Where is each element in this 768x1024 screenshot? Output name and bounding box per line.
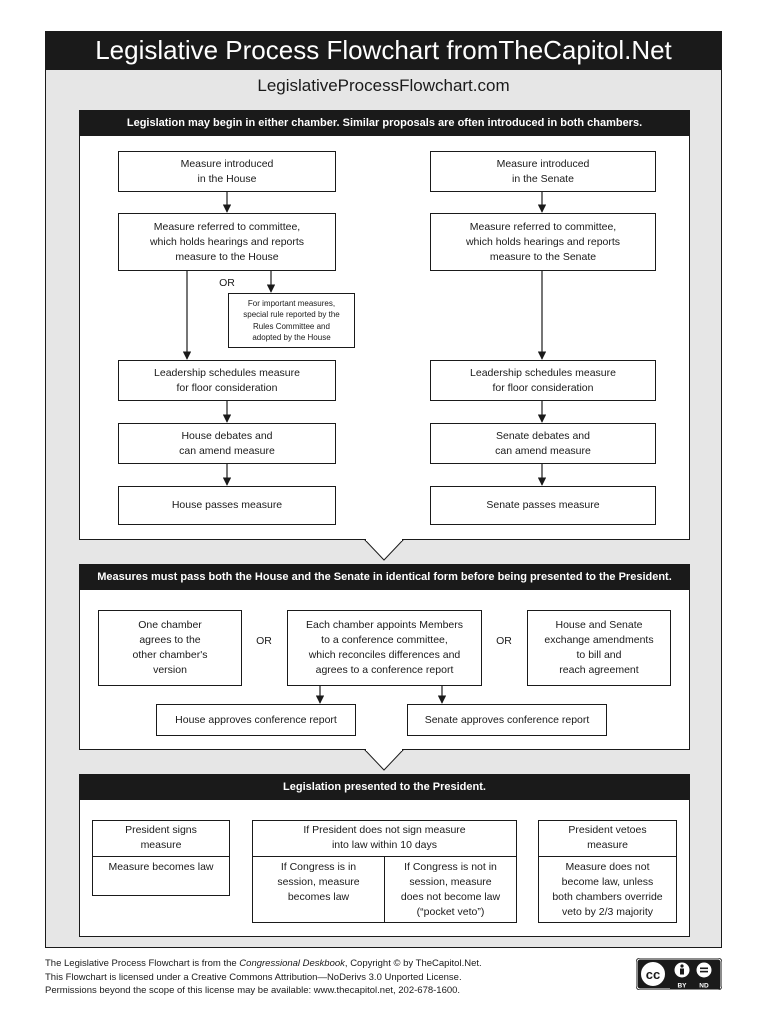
- reconcile-or-label-1: OR: [256, 635, 272, 647]
- site-url: LegislativeProcessFlowchart.com: [257, 76, 510, 95]
- svg-text:cc: cc: [646, 967, 660, 982]
- senate-passes-box: Senate passes measure: [430, 486, 656, 525]
- reconcile-panel-heading: Measures must pass both the House and th…: [79, 564, 690, 590]
- exchange-amendments-box: House and Senate exchange amendments to …: [527, 610, 671, 686]
- house-special-rule-box: For important measures, special rule rep…: [228, 293, 355, 348]
- chevron-down-icon: [363, 749, 405, 771]
- house-schedule-box: Leadership schedules measure for floor c…: [118, 360, 336, 401]
- creative-commons-badge: cc BY ND: [636, 958, 722, 990]
- house-or-label: OR: [219, 277, 235, 289]
- page-title: Legislative Process Flowchart fromTheCap…: [45, 31, 722, 70]
- becomes-law-cell: Measure becomes law: [108, 861, 214, 873]
- reconcile-or-label-2: OR: [496, 635, 512, 647]
- house-committee-box: Measure referred to committee, which hol…: [118, 213, 336, 271]
- pocket-veto-cell: If Congress is not in session, measure d…: [400, 861, 501, 918]
- house-introduced-box: Measure introduced in the House: [118, 151, 336, 192]
- senate-committee-box: Measure referred to committee, which hol…: [430, 213, 656, 271]
- president-vetoes-column: President vetoes measure Measure does no…: [538, 820, 677, 923]
- footer-line-3: Permissions beyond the scope of this lic…: [45, 985, 461, 996]
- president-nosign-column: If President does not sign measure into …: [252, 820, 517, 923]
- divider: [384, 857, 385, 922]
- president-signs-column: President signs measure Measure becomes …: [92, 820, 230, 896]
- footer-line-2: This Flowchart is licensed under a Creat…: [45, 971, 462, 983]
- footer-notice: The Legislative Process Flowchart is fro…: [45, 957, 605, 998]
- chamber-panel-heading: Legislation may begin in either chamber.…: [79, 110, 690, 136]
- senate-approves-box: Senate approves conference report: [407, 704, 607, 736]
- svg-text:ND: ND: [699, 983, 709, 990]
- senate-debate-box: Senate debates and can amend measure: [430, 423, 656, 464]
- svg-text:BY: BY: [677, 983, 687, 990]
- no-sign-cell: If President does not sign measure into …: [303, 824, 466, 851]
- house-approves-box: House approves conference report: [156, 704, 356, 736]
- house-passes-box: House passes measure: [118, 486, 336, 525]
- in-session-cell: If Congress is in session, measure becom…: [277, 861, 360, 903]
- veto-result-cell: Measure does not become law, unless both…: [552, 861, 663, 918]
- president-panel-heading: Legislation presented to the President.: [79, 774, 690, 800]
- divider: [93, 856, 229, 857]
- senate-schedule-box: Leadership schedules measure for floor c…: [430, 360, 656, 401]
- footer-line-1: The Legislative Process Flowchart is fro…: [45, 958, 482, 969]
- president-signs-cell: President signs measure: [125, 824, 197, 851]
- divider: [539, 856, 676, 857]
- chevron-down-icon: [363, 539, 405, 561]
- conference-committee-box: Each chamber appoints Members to a confe…: [287, 610, 482, 686]
- senate-introduced-box: Measure introduced in the Senate: [430, 151, 656, 192]
- house-debate-box: House debates and can amend measure: [118, 423, 336, 464]
- cc-by-nd-icon: cc BY ND: [636, 958, 722, 990]
- chamber-agrees-box: One chamber agrees to the other chamber'…: [98, 610, 242, 686]
- president-vetoes-cell: President vetoes measure: [568, 824, 647, 851]
- divider: [253, 856, 516, 857]
